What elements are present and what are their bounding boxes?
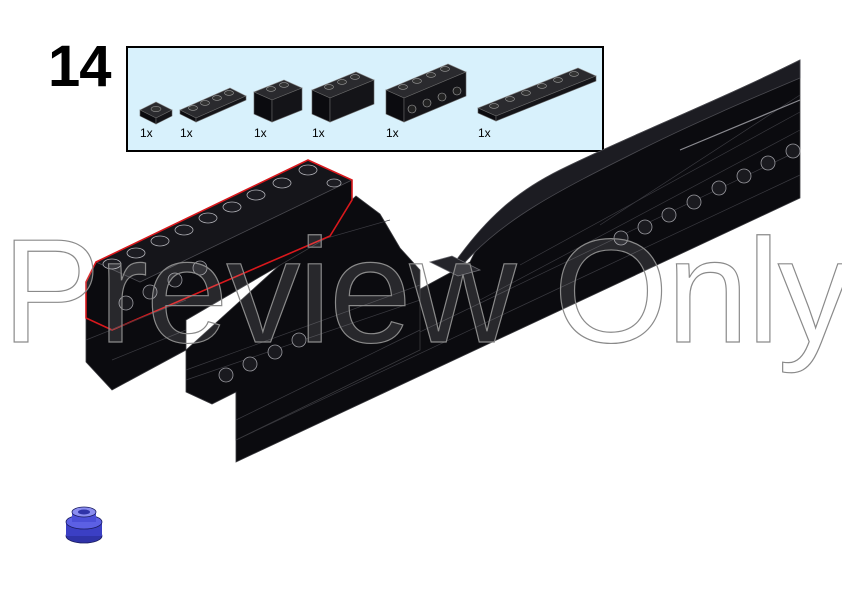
brick-1x1-icon — [139, 101, 173, 125]
brick-1x2-icon — [253, 79, 303, 123]
step-number: 14 — [48, 34, 112, 99]
parts-list-box: 1x 1x 1x 1x — [126, 46, 604, 152]
brick-1x3-icon — [311, 71, 375, 123]
technic-brick-1x4-icon — [385, 63, 467, 123]
new-part-highlight — [85, 159, 353, 331]
part-qty-2: 1x — [180, 126, 193, 140]
plate-1x6-icon — [477, 67, 597, 122]
part-qty-1: 1x — [140, 126, 153, 140]
part-qty-4: 1x — [312, 126, 325, 140]
middle-block — [185, 195, 421, 441]
part-qty-6: 1x — [478, 126, 491, 140]
preview-watermark: Preview Only — [1, 209, 842, 374]
wall-top-curve — [454, 59, 801, 269]
plate-1x4-icon — [179, 87, 247, 123]
round-plate-icon — [65, 506, 103, 544]
wedge-piece — [428, 255, 482, 277]
part-qty-3: 1x — [254, 126, 267, 140]
part-qty-5: 1x — [386, 126, 399, 140]
